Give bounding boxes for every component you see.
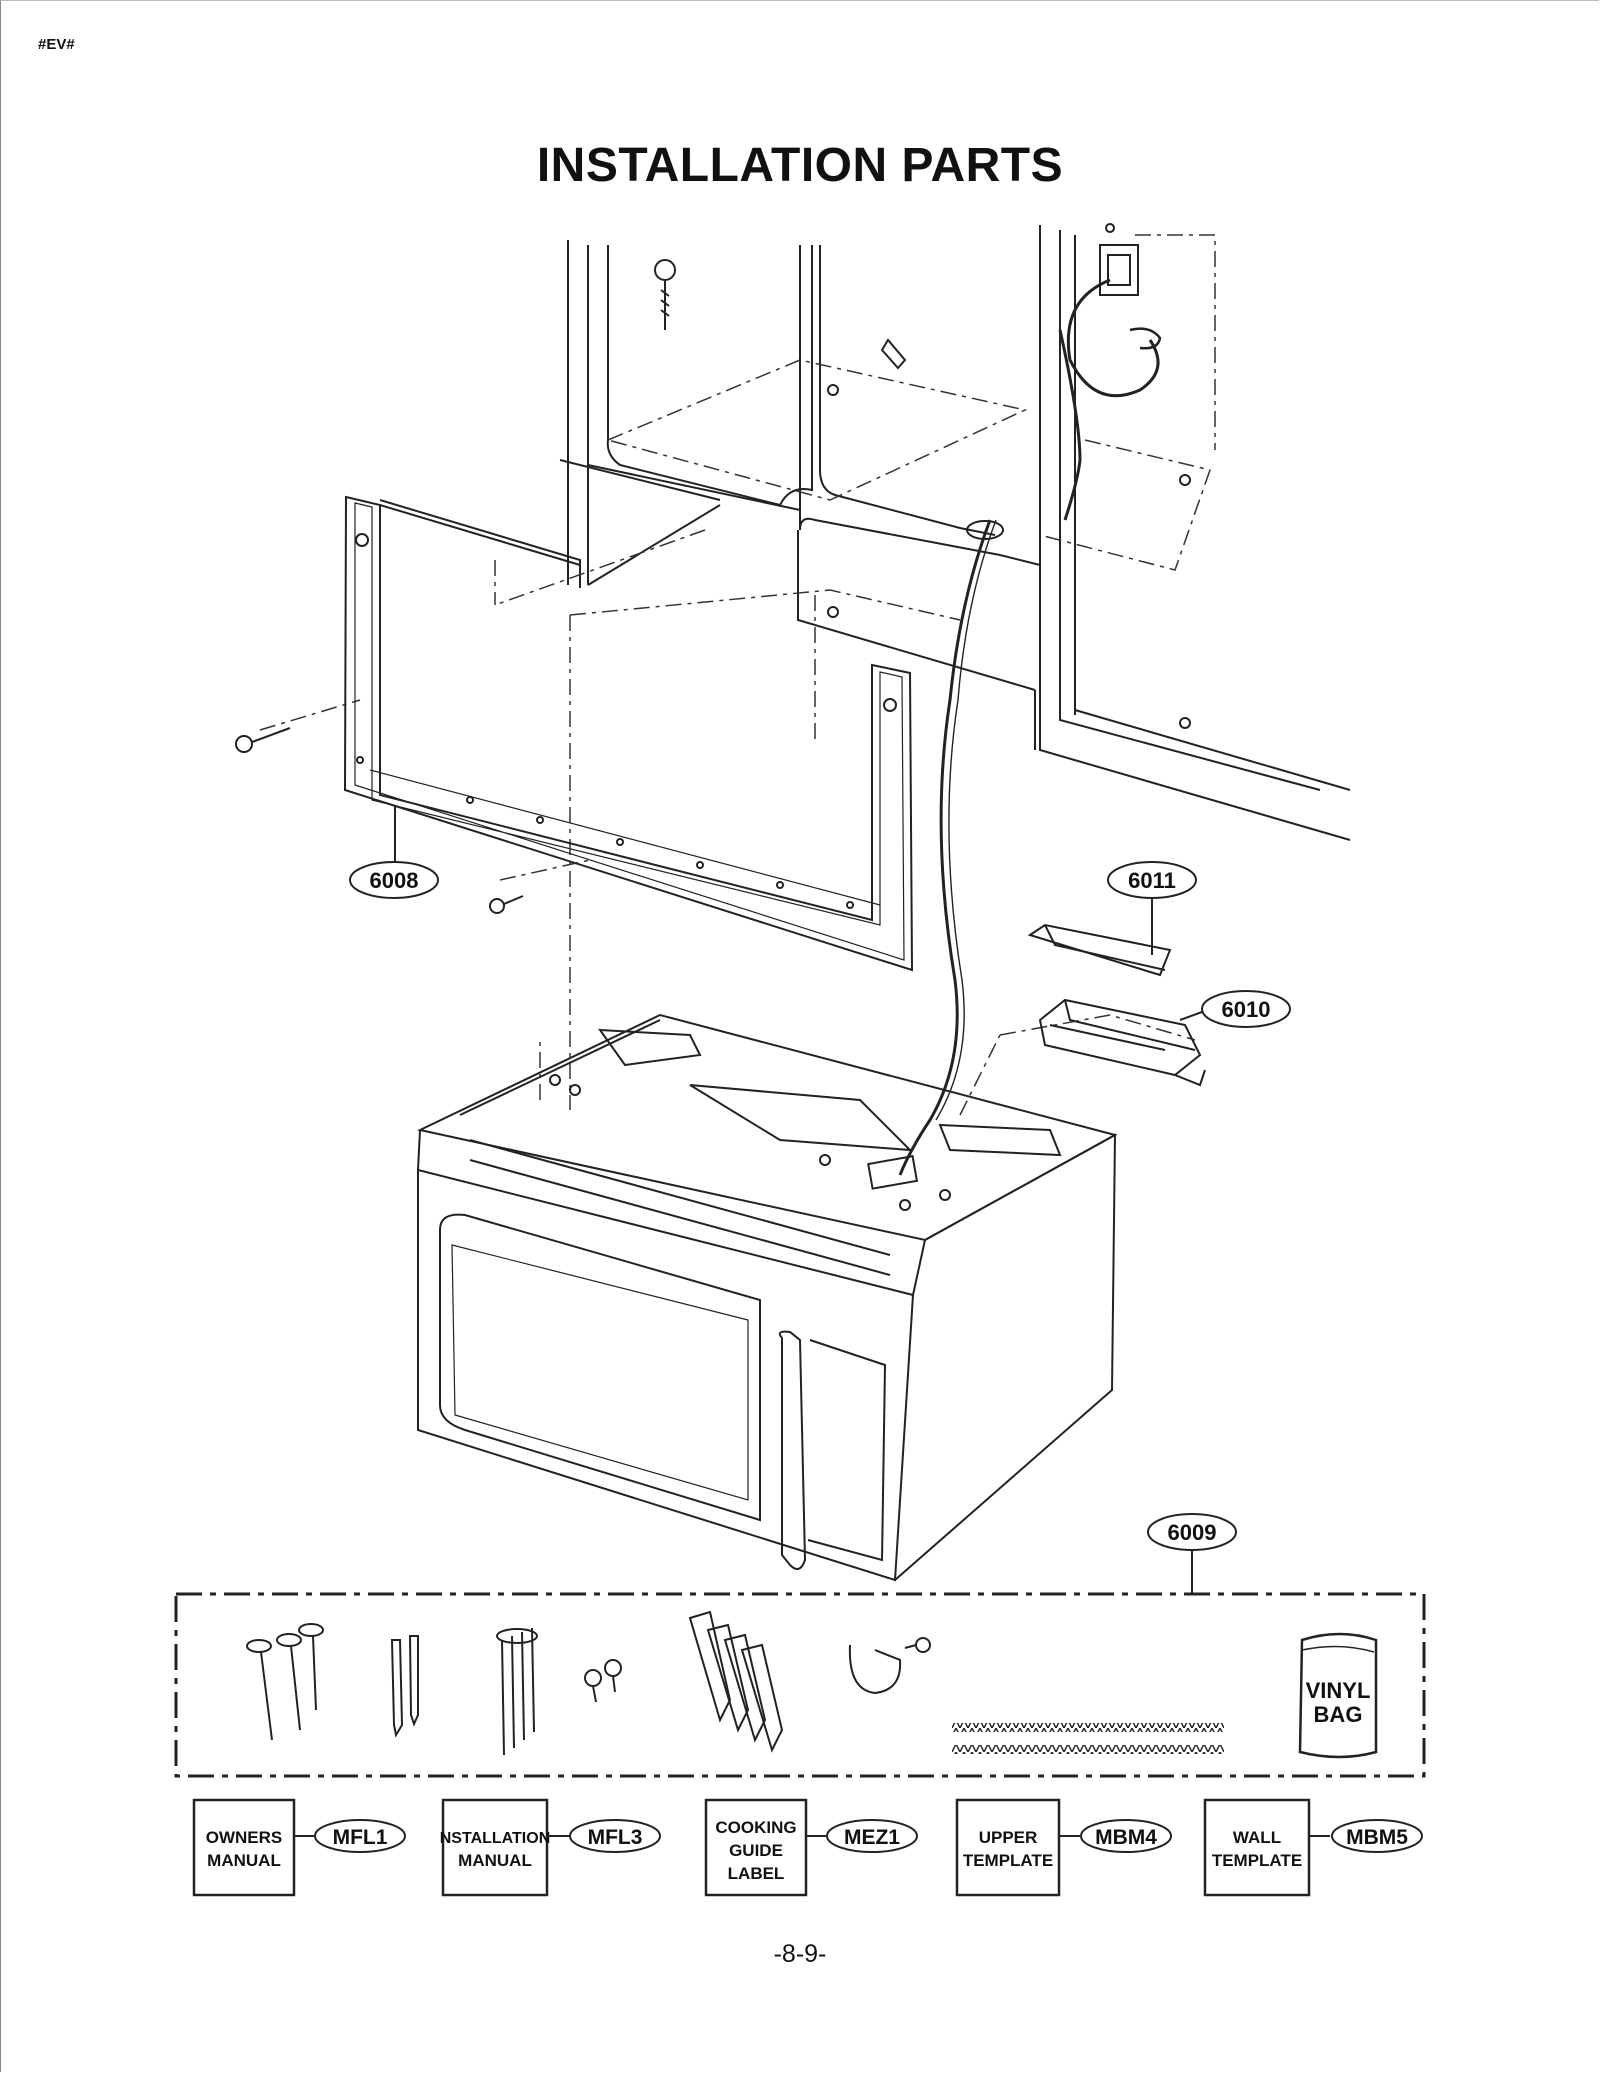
callout-6008: 6008	[349, 805, 439, 899]
document-wall-template: WALL TEMPLATE MBM5	[1203, 1798, 1423, 1897]
callout-label-6011: 6011	[1128, 868, 1176, 893]
document-name-line: WALL	[1233, 1828, 1281, 1847]
document-owners-manual: OWNERS MANUAL MFL1	[192, 1798, 406, 1897]
bolts-icon	[496, 1627, 538, 1756]
callout-6009: 6009	[1147, 1513, 1237, 1593]
document-name-line: TEMPLATE	[963, 1851, 1053, 1870]
mounting-screws	[235, 727, 524, 914]
cord-clamp-icon	[848, 1637, 931, 1695]
dashed-guide-lines	[259, 234, 1216, 1116]
vinyl-bag-label-line1: VINYL	[1306, 1678, 1371, 1703]
callout-6011: 6011	[1107, 861, 1197, 955]
wall-cabinet-illustration	[379, 223, 1351, 1176]
document-name-line: LABEL	[728, 1864, 785, 1883]
installation-kit-box: VINYL BAG	[174, 1592, 1426, 1778]
vinyl-bag-icon: VINYL BAG	[1298, 1632, 1378, 1759]
callout-6010: 6010	[1179, 990, 1291, 1028]
document-name-line: TEMPLATE	[1212, 1851, 1302, 1870]
springs-icon	[952, 1723, 1224, 1754]
document-code: MBM4	[1095, 1826, 1157, 1849]
page-number: -8-9-	[773, 1940, 827, 1968]
callout-label-6008: 6008	[370, 868, 419, 893]
small-screws-icon	[584, 1659, 622, 1703]
document-code: #EV#	[38, 36, 75, 53]
microwave-oven	[416, 1013, 1118, 1582]
filter-part	[1027, 923, 1172, 977]
document-name-line: UPPER	[979, 1828, 1038, 1847]
document-name-line: MANUAL	[458, 1851, 532, 1870]
page-title: INSTALLATION PARTS	[536, 139, 1064, 192]
document-name-line: MANUAL	[207, 1851, 281, 1870]
document-code: MFL3	[588, 1826, 643, 1849]
callout-label-6010: 6010	[1222, 997, 1271, 1022]
filter-box-part	[1038, 998, 1206, 1087]
document-code: MBM5	[1346, 1826, 1408, 1849]
document-name-line: OWNERS	[206, 1828, 283, 1847]
vinyl-bag-label-line2: BAG	[1314, 1702, 1363, 1727]
toggle-bolts-icon	[688, 1610, 784, 1753]
document-name-line: COOKING	[715, 1818, 796, 1837]
callout-label-6009: 6009	[1168, 1520, 1217, 1545]
document-name-line: NSTALLATION	[440, 1830, 551, 1847]
document-code: MFL1	[333, 1826, 388, 1849]
cabinet-screws-icon	[246, 1623, 324, 1741]
wood-screws-icon	[390, 1635, 419, 1738]
document-code: MEZ1	[844, 1826, 900, 1849]
mounting-plate	[343, 495, 914, 972]
document-installation-manual: NSTALLATION MANUAL MFL3	[440, 1798, 661, 1897]
document-upper-template: UPPER TEMPLATE MBM4	[955, 1798, 1172, 1897]
document-name-line: GUIDE	[729, 1841, 783, 1860]
document-cooking-guide-label: COOKING GUIDE LABEL MEZ1	[704, 1798, 918, 1897]
